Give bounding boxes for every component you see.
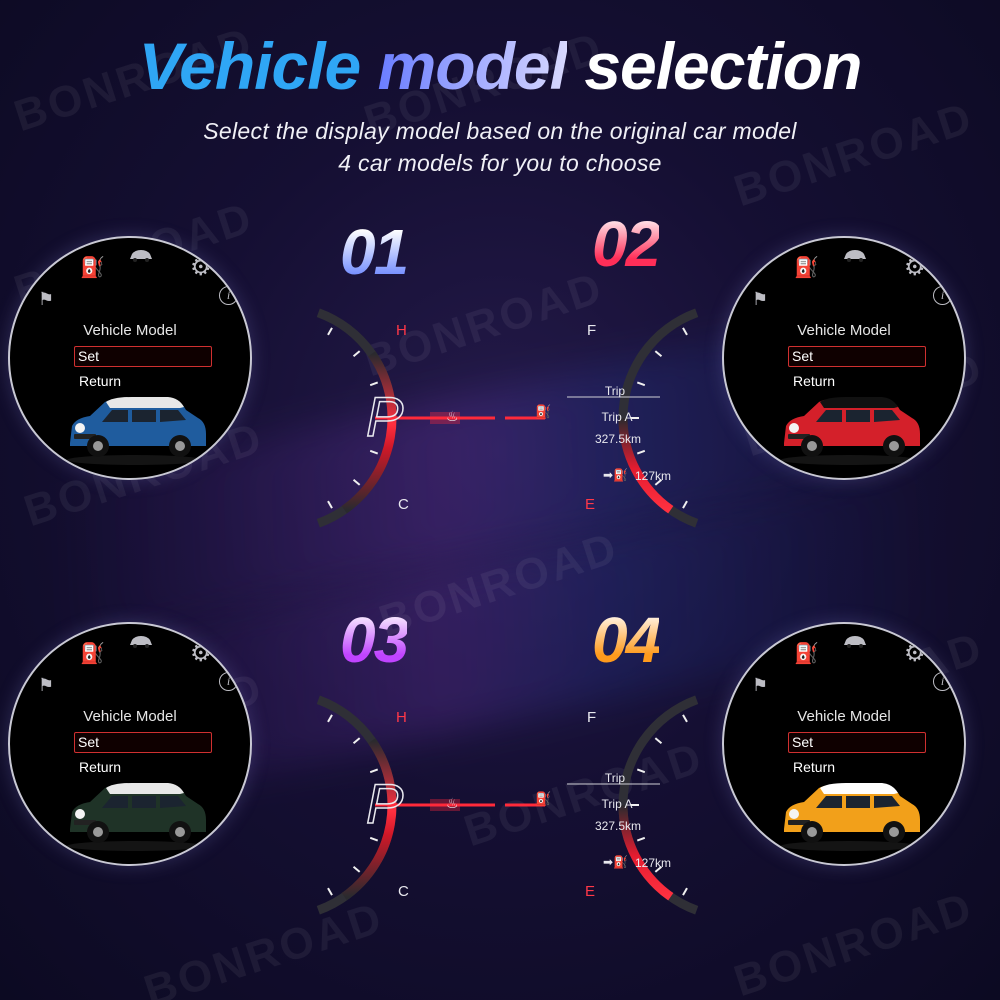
- fuel-pump-icon: ⛽: [535, 404, 552, 419]
- gear-icon[interactable]: ⚙: [190, 254, 212, 281]
- menu-item-set[interactable]: Set: [74, 732, 212, 753]
- screen-title: Vehicle Model: [83, 322, 177, 339]
- trip-header: Trip: [604, 384, 626, 398]
- menu-item-set[interactable]: Set: [788, 732, 926, 753]
- menu-item-return[interactable]: Return: [793, 759, 836, 775]
- vehicle-model-screen-01[interactable]: ⛽ ⚙ ⚑ i Vehicle Model Set Return: [8, 236, 252, 480]
- info-icon[interactable]: i: [933, 286, 952, 305]
- car-icon[interactable]: [128, 246, 154, 266]
- gear-indicator: P: [365, 771, 404, 836]
- title-word-selection: selection: [584, 29, 862, 103]
- fuel-trip-gauge: F E ⛽ Trip Trip A 327.5km ➡⛽ 127km: [505, 687, 745, 927]
- car-icon[interactable]: [842, 246, 868, 266]
- model-number-03: 03: [340, 604, 409, 676]
- fuel-arc: [505, 308, 699, 528]
- trip-name: Trip A: [601, 797, 633, 811]
- gear-indicator: P: [365, 384, 404, 449]
- title-word-model: model: [377, 29, 568, 103]
- model-number-02: 02: [592, 208, 661, 280]
- menu-item-return[interactable]: Return: [79, 759, 122, 775]
- trip-name: Trip A: [601, 410, 633, 424]
- trip-header: Trip: [604, 771, 626, 785]
- checkered-flag-icon[interactable]: ⚑: [752, 289, 769, 309]
- fuel-pump-icon[interactable]: ⛽: [794, 257, 819, 279]
- vehicle-model-screen-04[interactable]: ⛽ ⚙ ⚑ i Vehicle Model Set Return: [722, 622, 966, 866]
- temperature-gear-gauge: H C P ♨: [270, 687, 510, 927]
- temperature-gear-gauge: H C P ♨: [270, 300, 510, 540]
- fuel-pump-icon[interactable]: ⛽: [794, 643, 819, 665]
- temperature-arc: [316, 308, 495, 528]
- menu-item-set[interactable]: Set: [788, 346, 926, 367]
- vehicle-model-screen-02[interactable]: ⛽ ⚙ ⚑ i Vehicle Model Set Return: [722, 236, 966, 480]
- fuel-arc: [505, 695, 699, 915]
- gear-icon[interactable]: ⚙: [904, 640, 926, 667]
- screen-title: Vehicle Model: [797, 708, 891, 725]
- checkered-flag-icon[interactable]: ⚑: [752, 675, 769, 695]
- title-word-vehicle: Vehicle: [138, 29, 362, 103]
- car-image: [67, 783, 206, 851]
- subtitle-line-1: Select the display model based on the or…: [203, 118, 797, 144]
- range-arrow-icon: ➡⛽: [603, 855, 628, 869]
- cold-label: C: [398, 883, 409, 900]
- gear-icon[interactable]: ⚙: [904, 254, 926, 281]
- hot-label: H: [396, 709, 407, 726]
- watermark: BONROAD: [728, 882, 980, 1000]
- fuel-pump-icon[interactable]: ⛽: [80, 257, 105, 279]
- range-arrow-icon: ➡⛽: [603, 468, 628, 482]
- fuel-full-label: F: [587, 322, 597, 339]
- car-image: [67, 397, 206, 465]
- fuel-full-label: F: [587, 709, 597, 726]
- menu-item-return[interactable]: Return: [79, 373, 122, 389]
- model-number-04: 04: [592, 604, 661, 676]
- fuel-empty-label: E: [585, 496, 596, 513]
- car-icon[interactable]: [842, 632, 868, 652]
- checkered-flag-icon[interactable]: ⚑: [38, 675, 55, 695]
- info-icon[interactable]: i: [219, 286, 238, 305]
- fuel-trip-gauge: F E ⛽ Trip Trip A 327.5km ➡⛽ 127km: [505, 300, 745, 540]
- fuel-empty-label: E: [585, 883, 596, 900]
- vehicle-model-screen-03[interactable]: ⛽ ⚙ ⚑ i Vehicle Model Set Return: [8, 622, 252, 866]
- car-image: [781, 783, 920, 851]
- coolant-temp-icon: ♨: [446, 795, 459, 811]
- subtitle-line-2: 4 car models for you to choose: [338, 150, 662, 176]
- model-number-01: 01: [340, 216, 409, 288]
- screen-title: Vehicle Model: [797, 322, 891, 339]
- menu-item-set[interactable]: Set: [74, 346, 212, 367]
- info-icon[interactable]: i: [219, 672, 238, 691]
- car-image: [781, 397, 920, 465]
- gear-icon[interactable]: ⚙: [190, 640, 212, 667]
- car-icon[interactable]: [128, 632, 154, 652]
- page-title: Vehicle model selection: [0, 28, 1000, 104]
- range-remaining: 127km: [635, 469, 672, 483]
- trip-distance: 327.5km: [594, 432, 642, 446]
- screen-title: Vehicle Model: [83, 708, 177, 725]
- range-remaining: 127km: [635, 856, 672, 870]
- fuel-pump-icon[interactable]: ⛽: [80, 643, 105, 665]
- trip-distance: 327.5km: [594, 819, 642, 833]
- checkered-flag-icon[interactable]: ⚑: [38, 289, 55, 309]
- info-icon[interactable]: i: [933, 672, 952, 691]
- menu-item-return[interactable]: Return: [793, 373, 836, 389]
- fuel-pump-icon: ⛽: [535, 791, 552, 806]
- cold-label: C: [398, 496, 409, 513]
- hot-label: H: [396, 322, 407, 339]
- coolant-temp-icon: ♨: [446, 408, 459, 424]
- temperature-arc: [316, 695, 495, 915]
